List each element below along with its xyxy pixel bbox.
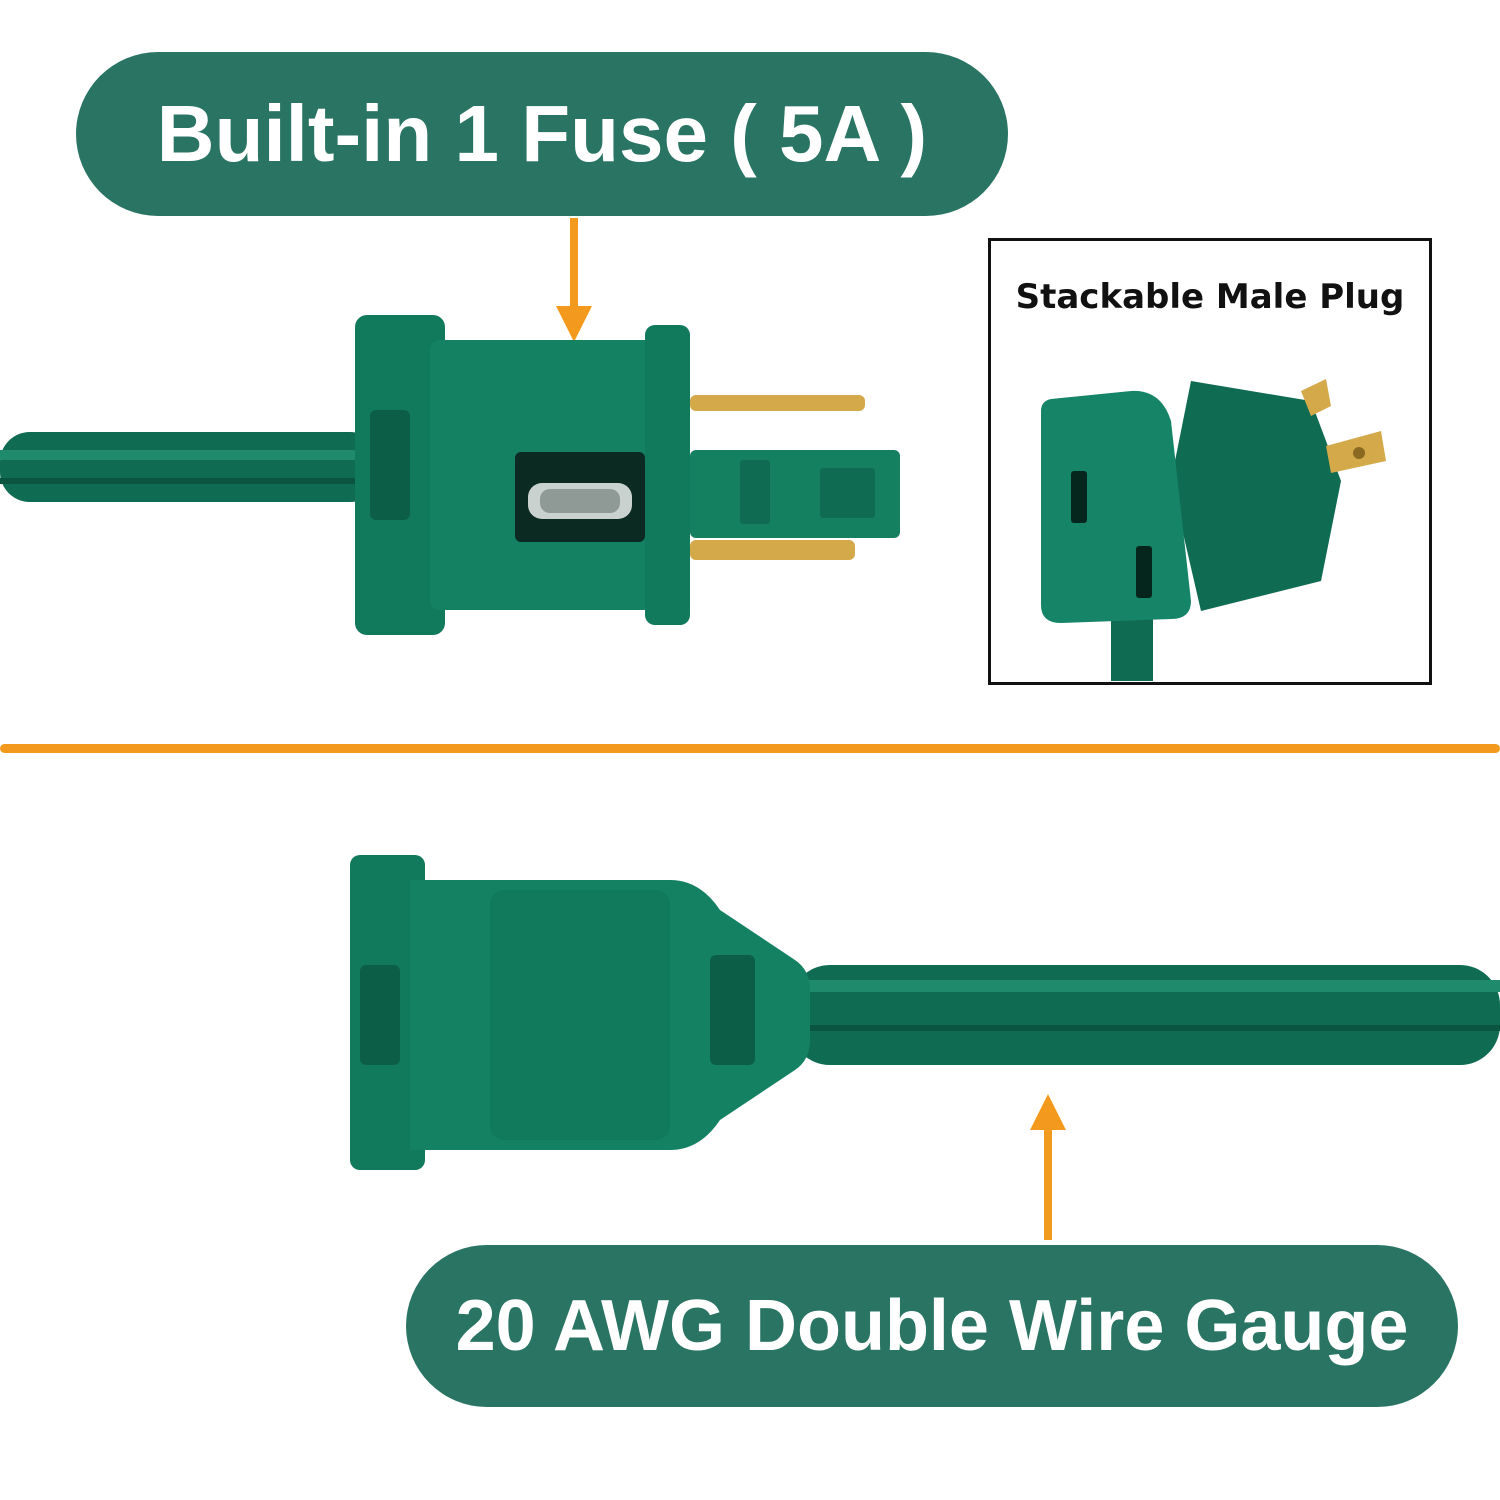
fused-male-plug-image	[0, 315, 900, 635]
female-connector-image	[350, 855, 1500, 1170]
inset-title: Stackable Male Plug	[1015, 277, 1405, 317]
arrow-up-icon	[1030, 1094, 1066, 1240]
wire-gauge-label-text: 20 AWG Double Wire Gauge	[455, 1286, 1409, 1366]
arrow-down-icon	[556, 218, 592, 342]
wire-gauge-label: 20 AWG Double Wire Gauge	[406, 1245, 1458, 1407]
stackable-male-plug-image	[1041, 379, 1386, 681]
stackable-plug-inset: Stackable Male Plug	[988, 238, 1432, 685]
section-divider	[0, 744, 1500, 753]
fuse-label: Built-in 1 Fuse ( 5A )	[76, 52, 1008, 216]
fuse-label-text: Built-in 1 Fuse ( 5A )	[156, 89, 928, 178]
